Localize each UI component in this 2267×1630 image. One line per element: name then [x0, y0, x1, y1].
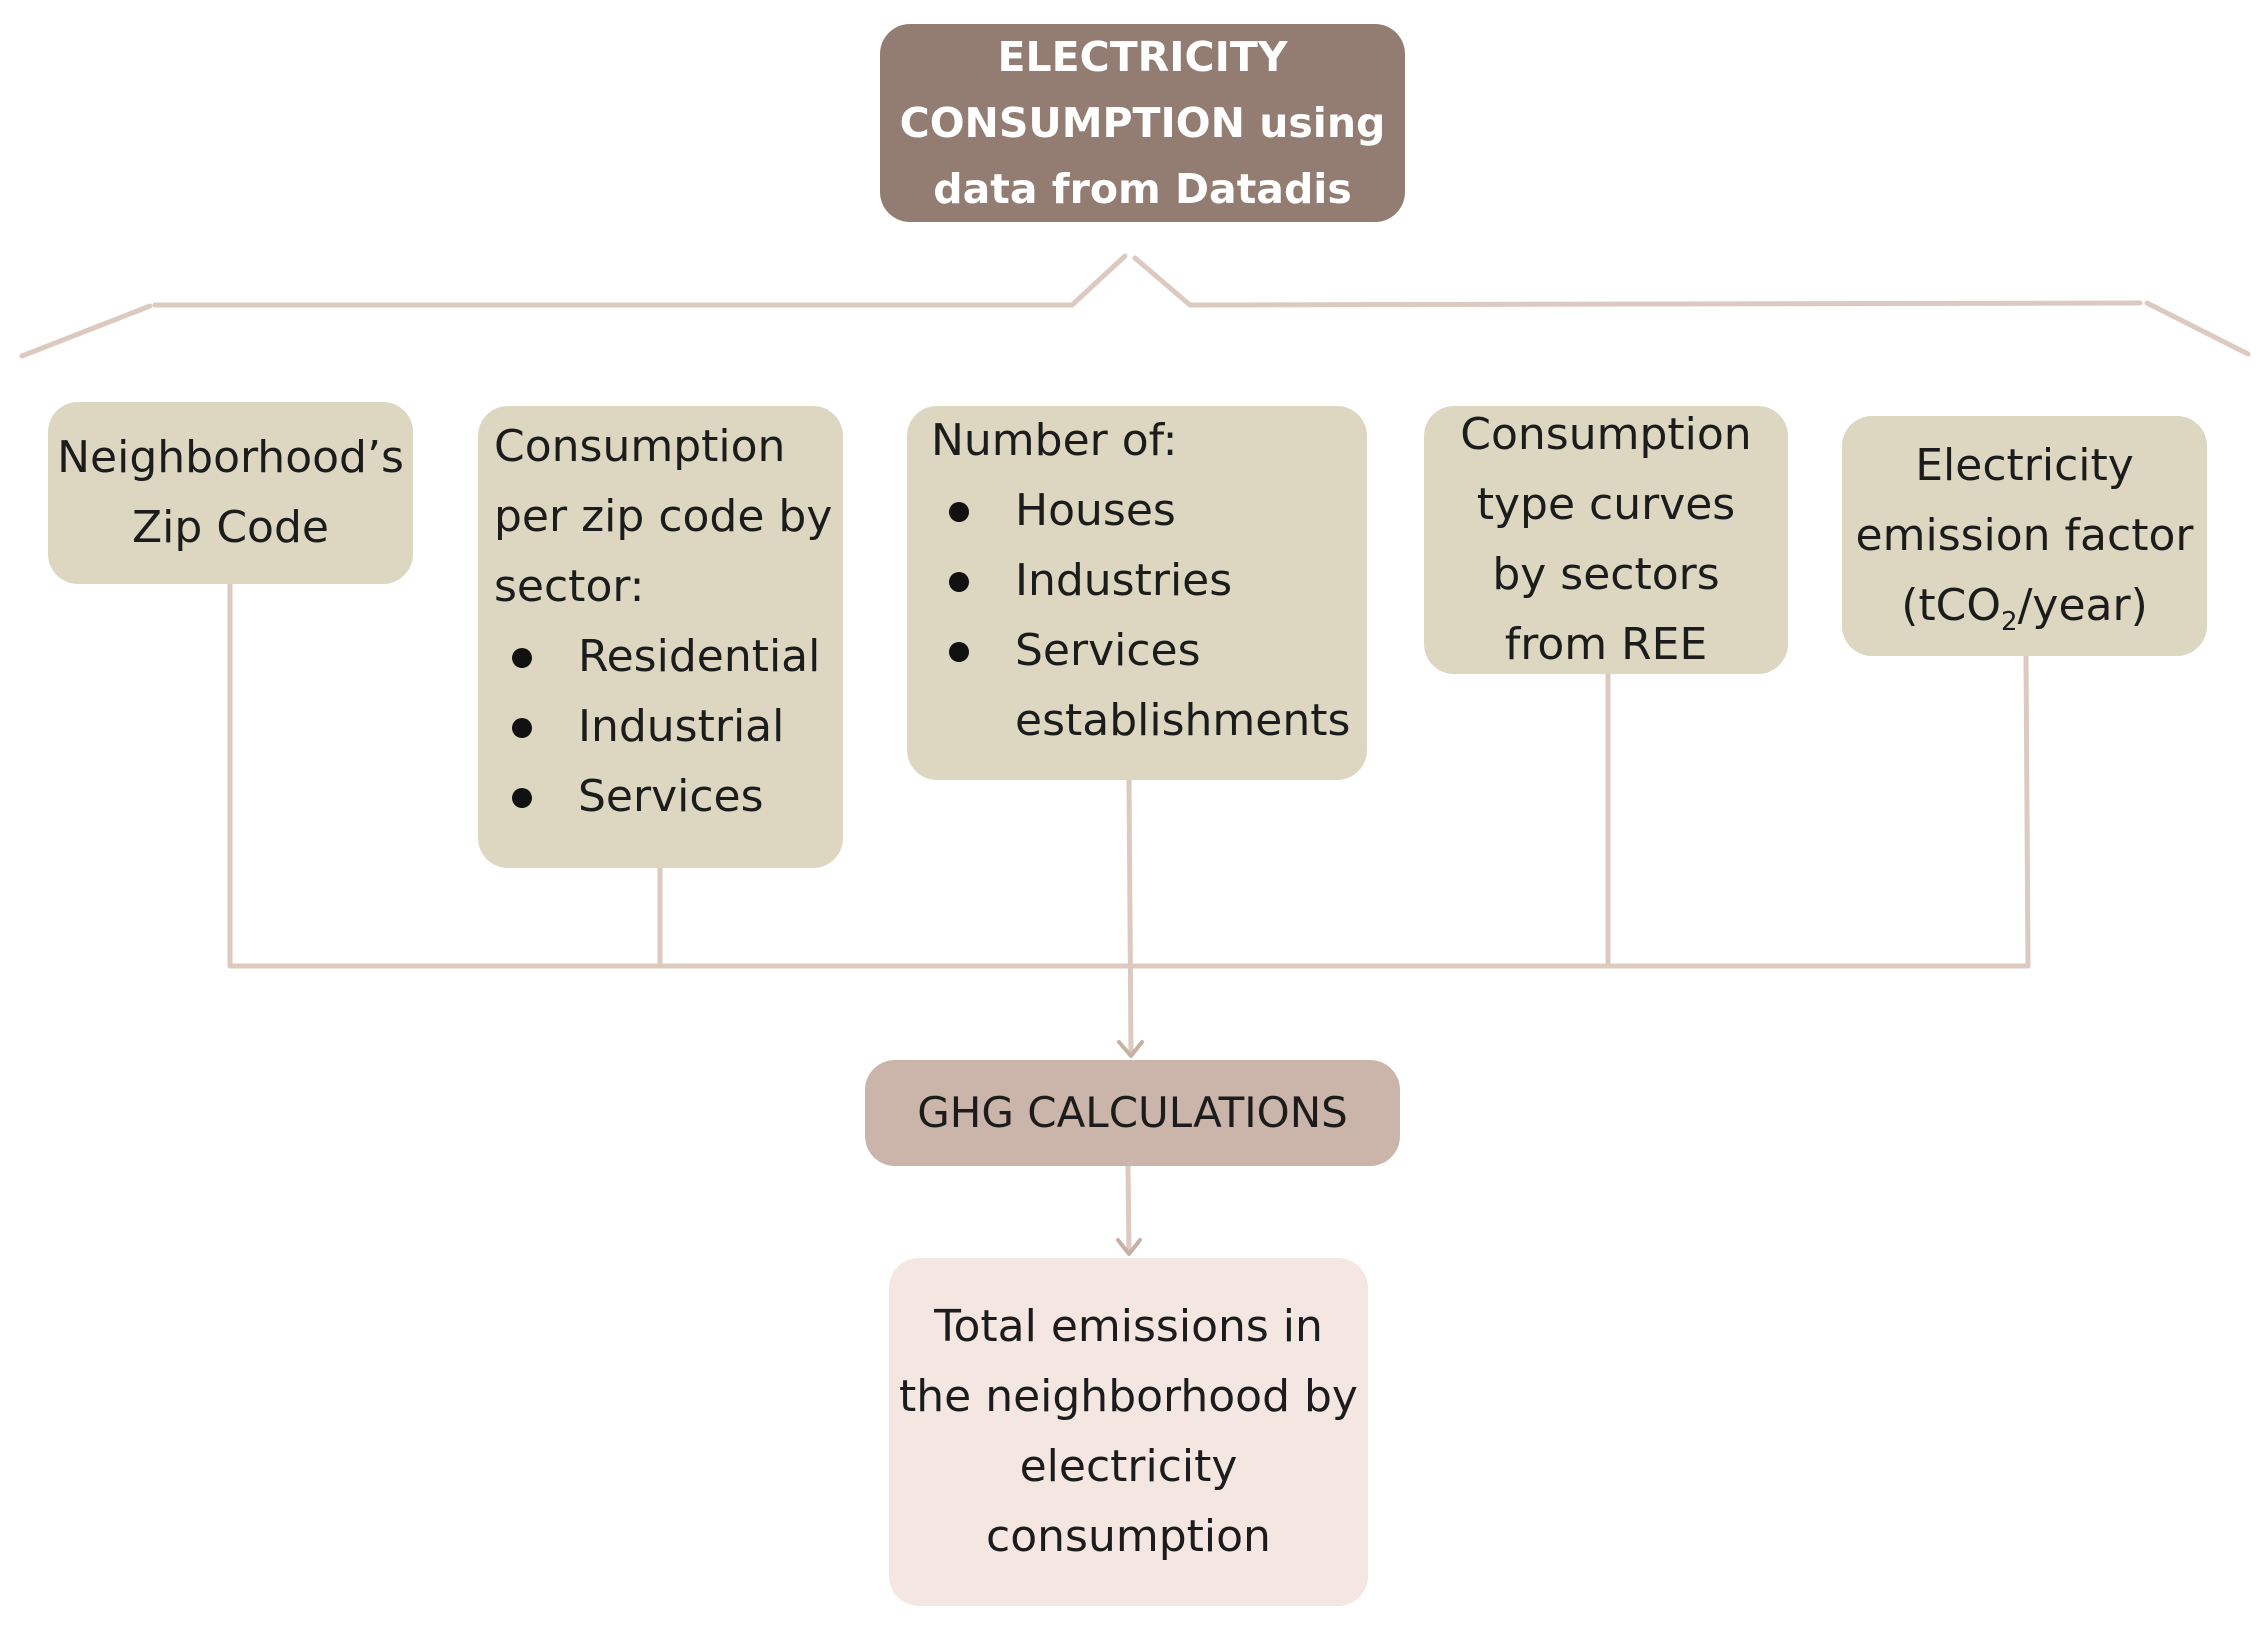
arrowhead-to-ghg [1117, 1040, 1144, 1058]
sector-list: Residential Industrial Services [494, 622, 843, 832]
total-line-4: consumption [986, 1511, 1271, 1562]
arrowhead-to-total [1116, 1238, 1142, 1256]
establishment-list: Houses Industries Services establishment… [931, 476, 1367, 756]
curves-line-2: type curves [1476, 479, 1736, 530]
establishment-continuation: establishments [1015, 695, 1351, 746]
list-item: Residential [494, 622, 843, 692]
curves-line-3: by sectors [1492, 549, 1720, 600]
title-line-2: CONSUMPTION using [899, 99, 1386, 147]
establishment-item: Houses [1015, 485, 1176, 536]
zip-line-1: Neighborhood’s [57, 432, 404, 483]
consumption-curves-node: Consumption type curves by sectors from … [1424, 406, 1788, 674]
list-item: Industrial [494, 692, 843, 762]
consumption-line-1: Consumption [494, 421, 786, 472]
establishment-item: Industries [1015, 555, 1233, 606]
factor-line-1: Electricity [1915, 440, 2134, 491]
sector-item: Industrial [578, 701, 785, 752]
ghg-label: GHG CALCULATIONS [917, 1088, 1348, 1137]
zip-line-2: Zip Code [132, 502, 329, 553]
sector-item: Residential [578, 631, 821, 682]
title-line-1: ELECTRICITY [997, 33, 1288, 81]
total-emissions-node: Total emissions in the neighborhood by e… [889, 1258, 1368, 1606]
bullet-icon [512, 718, 532, 738]
consumption-line-3: sector: [494, 561, 645, 612]
factor-line-3: (tCO2/year) [1901, 571, 2147, 641]
title-line-3: data from Datadis [933, 165, 1352, 213]
factor-unit-suffix: /year) [2017, 580, 2148, 631]
list-item: Services [931, 616, 1367, 686]
establishment-item: Services [1015, 625, 1201, 676]
bullet-icon [512, 648, 532, 668]
bullet-icon [949, 502, 969, 522]
brace-right-segment [1132, 255, 2143, 308]
connector-number [1126, 777, 1134, 1058]
sector-item: Services [578, 771, 764, 822]
brace-left-end [19, 303, 153, 359]
number-of-node: Number of: Houses Industries Services es… [907, 406, 1367, 780]
list-item-continuation: establishments [931, 686, 1367, 756]
brace-right-end [2144, 300, 2251, 357]
number-heading: Number of: [931, 415, 1178, 466]
factor-unit-subscript: 2 [2001, 606, 2018, 637]
curves-line-4: from REE [1504, 619, 1708, 670]
list-item: Services [494, 762, 843, 832]
brace-left-segment [152, 253, 1128, 308]
bullet-icon [949, 572, 969, 592]
ghg-calculations-node: GHG CALCULATIONS [865, 1060, 1400, 1166]
list-item: Industries [931, 546, 1367, 616]
connector-factor [2023, 653, 2031, 969]
bullet-icon [512, 788, 532, 808]
bullet-icon [949, 642, 969, 662]
electricity-consumption-node: ELECTRICITY CONSUMPTION using data from … [880, 24, 1405, 222]
connector-ghg-to-total [1125, 1163, 1132, 1255]
emission-factor-node: Electricity emission factor (tCO2/year) [1842, 416, 2207, 656]
consumption-by-sector-node: Consumption per zip code by sector: Resi… [478, 406, 843, 868]
total-line-2: the neighborhood by [899, 1371, 1358, 1422]
zip-code-node: Neighborhood’s Zip Code [48, 402, 413, 584]
factor-line-2: emission factor [1855, 510, 2194, 561]
factor-unit-prefix: (tCO [1901, 580, 2002, 631]
list-item: Houses [931, 476, 1367, 546]
curves-line-1: Consumption [1460, 409, 1752, 460]
total-line-3: electricity [1019, 1441, 1238, 1492]
total-line-1: Total emissions in [934, 1301, 1323, 1352]
consumption-line-2: per zip code by [494, 491, 833, 542]
